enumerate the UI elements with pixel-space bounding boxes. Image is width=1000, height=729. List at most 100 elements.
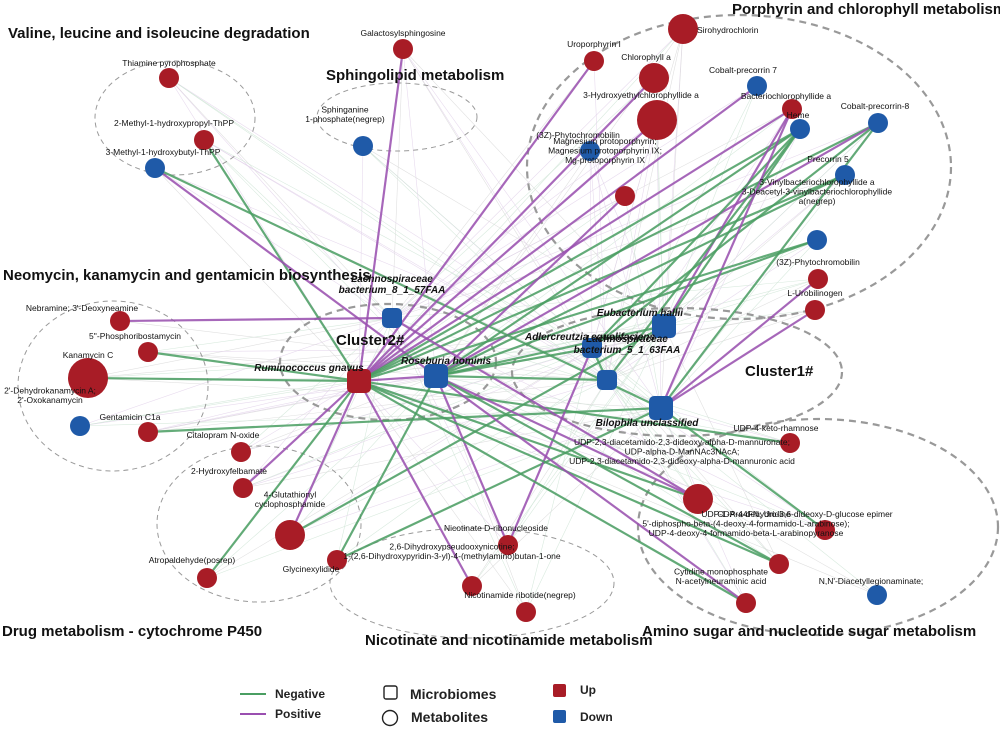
background-edge xyxy=(79,407,662,427)
metabolite-node-n4[interactable] xyxy=(70,416,90,436)
background-edge xyxy=(358,145,364,382)
metabolite-node-p12[interactable] xyxy=(807,230,827,250)
metabolite-label: Gentamicin C1a xyxy=(100,412,161,422)
metabolite-label: Uroporphyrin I xyxy=(567,39,621,49)
metabolite-node-p13[interactable] xyxy=(808,269,828,289)
metabolite-node-c2[interactable] xyxy=(462,576,482,596)
ellipse-aminosugar xyxy=(636,417,1000,637)
background-edge xyxy=(606,28,684,381)
metabolite-node-p10[interactable] xyxy=(615,186,635,206)
metabolite-label: Nicotinamide ribotide(negrep) xyxy=(464,590,576,600)
metabolite-node-n3[interactable] xyxy=(68,358,108,398)
metabolite-node-p14[interactable] xyxy=(805,300,825,320)
metabolite-node-n1[interactable] xyxy=(110,311,130,331)
edge-negative xyxy=(289,325,665,536)
microbe-node-m4[interactable] xyxy=(652,314,676,338)
metabolite-node-a4[interactable] xyxy=(769,554,789,574)
edge-positive xyxy=(434,375,510,546)
metabolite-node-d3[interactable] xyxy=(275,520,305,550)
metabolite-label: 2'-Dehydrokanamycin A;2'-Oxokanamycin xyxy=(4,386,96,406)
metabolite-node-p7[interactable] xyxy=(790,119,810,139)
background-edge xyxy=(591,347,747,604)
metabolite-node-s2[interactable] xyxy=(353,136,373,156)
metabolite-label: Chlorophyll a xyxy=(621,52,671,62)
legend-up-swatch xyxy=(553,684,566,697)
background-edge xyxy=(391,317,780,565)
metabolite-node-v3[interactable] xyxy=(145,158,165,178)
legend: Negative Positive Microbiomes Metabolite… xyxy=(240,683,613,727)
background-edge xyxy=(154,167,593,349)
metabolite-node-n5[interactable] xyxy=(138,422,158,442)
microbe-node-m5[interactable] xyxy=(582,338,602,358)
metabolite-label: Sirohydrochlorin xyxy=(697,25,759,35)
microbe-node-m3[interactable] xyxy=(424,364,448,388)
metabolite-node-n2[interactable] xyxy=(138,342,158,362)
metabolite-node-p4[interactable] xyxy=(637,100,677,140)
metabolite-node-d2[interactable] xyxy=(233,478,253,498)
background-edge xyxy=(362,145,608,381)
metabolite-node-v1[interactable] xyxy=(159,68,179,88)
background-edge xyxy=(168,77,608,381)
legend-positive-label: Positive xyxy=(275,707,321,721)
background-edge xyxy=(391,48,404,319)
metabolite-label: 2,6-Dihydroxypseudooxynicotine;1-(2,6-Di… xyxy=(343,542,561,562)
metabolite-node-p9[interactable] xyxy=(580,141,600,161)
metabolite-node-p8[interactable] xyxy=(868,113,888,133)
metabolite-node-p6[interactable] xyxy=(782,99,802,119)
background-edge xyxy=(289,379,608,536)
metabolite-node-d4[interactable] xyxy=(197,568,217,588)
metabolite-node-p3[interactable] xyxy=(639,63,669,93)
metabolite-node-a5[interactable] xyxy=(736,593,756,613)
metabolite-node-a2[interactable] xyxy=(683,484,713,514)
microbe-label: Bilophila unclassified xyxy=(596,418,700,429)
metabolite-node-a3[interactable] xyxy=(815,520,835,540)
metabolite-node-p11[interactable] xyxy=(835,165,855,185)
microbe-node-m1[interactable] xyxy=(382,308,402,328)
metabolite-node-p2[interactable] xyxy=(584,51,604,71)
microbe-node-m6[interactable] xyxy=(597,370,617,390)
edge-negative xyxy=(358,380,747,604)
background-edge xyxy=(79,317,393,427)
metabolite-node-d5[interactable] xyxy=(327,550,347,570)
metabolite-node-a6[interactable] xyxy=(867,585,887,605)
edge-negative xyxy=(591,122,879,349)
metabolite-node-s1[interactable] xyxy=(393,39,413,59)
background-edge xyxy=(591,119,658,349)
legend-metabolites-label: Metabolites xyxy=(411,709,488,725)
background-edge xyxy=(242,407,662,489)
metabolite-node-v2[interactable] xyxy=(194,130,214,150)
metabolite-label: Nicotinate D-ribonucleoside xyxy=(444,523,548,533)
background-edge xyxy=(240,380,360,453)
background-edge xyxy=(589,150,665,327)
metabolite-node-p1[interactable] xyxy=(668,14,698,44)
background-edge xyxy=(589,150,662,409)
microbe-node-m2[interactable] xyxy=(347,369,371,393)
legend-negative-label: Negative xyxy=(275,687,325,701)
background-edge xyxy=(87,317,393,379)
metabolite-node-a1[interactable] xyxy=(780,433,800,453)
edge-positive xyxy=(358,374,437,383)
metabolite-label: Bacteriochlorophyllide a xyxy=(741,91,832,101)
background-edge xyxy=(402,48,437,377)
background-edge xyxy=(391,317,878,596)
background-edge xyxy=(206,347,593,579)
metabolite-node-c1[interactable] xyxy=(498,535,518,555)
nodes: Thiamine pyrophosphate2-Methyl-1-hydroxy… xyxy=(4,14,923,622)
metabolite-node-p5[interactable] xyxy=(747,76,767,96)
background-edge xyxy=(525,325,665,613)
metabolite-node-c3[interactable] xyxy=(516,602,536,622)
background-edge xyxy=(147,317,393,353)
edge-positive xyxy=(660,309,816,409)
metabolite-node-d1[interactable] xyxy=(231,442,251,462)
edge-negative xyxy=(435,375,780,565)
metabolite-label: UDP-4-keto-rhamnose xyxy=(733,423,818,433)
group-title-nicotinate: Nicotinate and nicotinamide metabolism xyxy=(365,632,653,649)
background-edge xyxy=(154,167,393,319)
metabolite-label: Galactosylsphingosine xyxy=(360,28,445,38)
background-edge xyxy=(289,375,437,536)
background-edge xyxy=(391,119,658,319)
microbe-node-m7[interactable] xyxy=(649,396,673,420)
ellipse-valine xyxy=(94,60,256,176)
background-edge xyxy=(358,380,509,546)
